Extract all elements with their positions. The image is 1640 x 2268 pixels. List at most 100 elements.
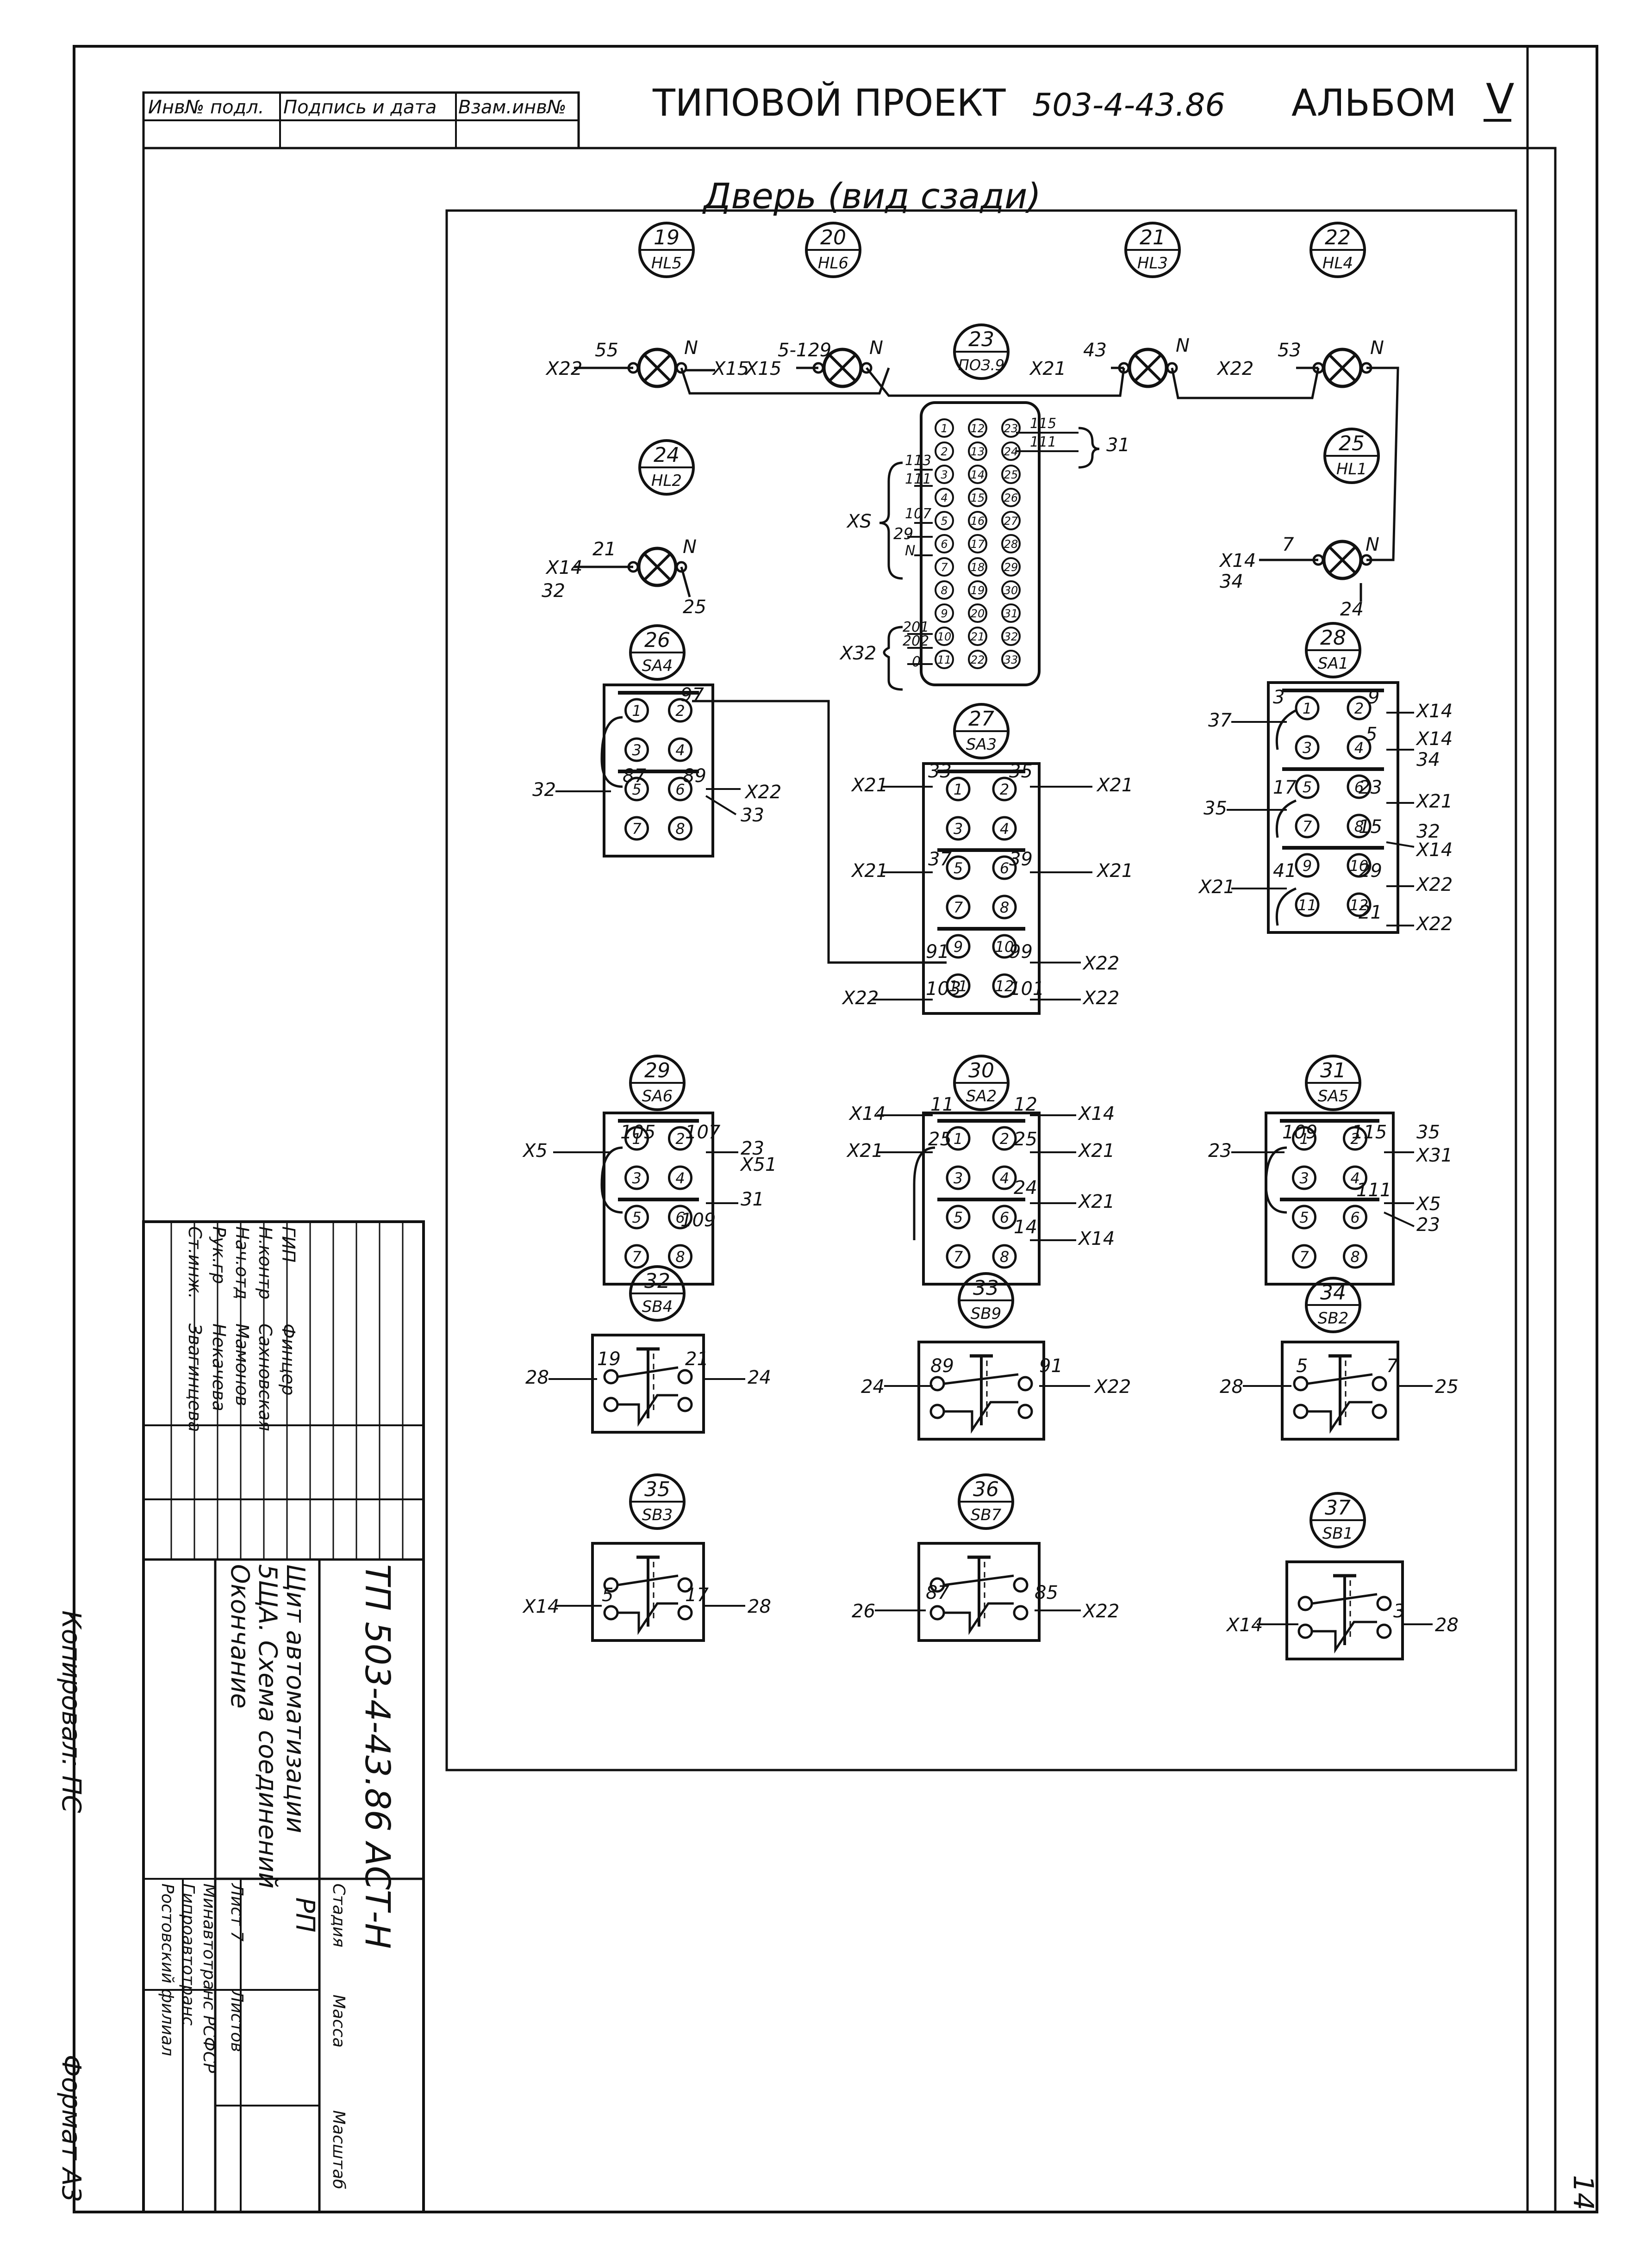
svg-text:X22: X22 [1416, 913, 1453, 935]
switch-terminal [1295, 892, 1320, 917]
switch-terminal [624, 1126, 649, 1151]
switch-terminal [946, 934, 971, 959]
svg-text:X14: X14 [522, 1596, 559, 1617]
switch-tag-number: 27 [968, 707, 994, 731]
svg-text:X21: X21 [851, 775, 888, 796]
switch-terminal-number: 2 [1350, 1130, 1359, 1148]
switch-terminal-number: 11 [1298, 896, 1317, 914]
connector-pin-number: 8 [941, 584, 948, 597]
svg-text:X22: X22 [545, 358, 582, 379]
svg-text:31: 31 [741, 1189, 764, 1210]
switch-terminal [946, 855, 971, 880]
lamp-symbol-hl1 [1314, 541, 1371, 578]
connector-pins: 1234567891011121314151617181920212223242… [935, 418, 1021, 669]
svg-text:9: 9 [1368, 687, 1379, 708]
lamp-hl6: 20 HL6 [805, 222, 861, 278]
svg-text:HL1: HL1 [1336, 460, 1367, 478]
connector-pin-number: 28 [1004, 538, 1018, 551]
switch-terminal [1343, 1205, 1367, 1230]
connector-pin [1001, 511, 1021, 530]
switch-terminal-number: 7 [632, 820, 642, 838]
svg-text:111: 111 [1030, 434, 1056, 450]
connector-pin-number: 17 [971, 538, 985, 551]
switch-terminal-number: 4 [675, 741, 685, 759]
connector-pin-number: 3 [941, 468, 948, 481]
button-tag-number: 32 [644, 1269, 670, 1293]
switch-tag-number: 29 [644, 1059, 670, 1082]
connector-pin [1001, 465, 1021, 484]
svg-text:35: 35 [1009, 761, 1033, 782]
switch-terminal-number: 5 [1303, 778, 1312, 796]
svg-text:Масштаб: Масштаб [329, 2110, 348, 2189]
connector-pin-number: 30 [1004, 584, 1018, 597]
svg-text:105: 105 [620, 1122, 655, 1143]
switch-terminal [992, 895, 1017, 920]
switch-terminal-number: 7 [632, 1248, 642, 1266]
svg-text:24: 24 [748, 1367, 771, 1388]
svg-text:X15: X15 [744, 358, 781, 379]
lamp-hl5: 19 HL5 [638, 222, 695, 278]
top-stamp: Инв№ подл. Подпись и дата Взам.инв№ [142, 91, 580, 149]
svg-text:28: 28 [525, 1367, 549, 1388]
connector-pin-number: 22 [971, 653, 985, 666]
connector-pin [1001, 534, 1021, 553]
svg-text:Нач.отд: Нач.отд [232, 1226, 252, 1299]
svg-text:21: 21 [685, 1348, 709, 1370]
lamp-hl4: 22 HL4 [1310, 222, 1366, 278]
push-button-symbol [1281, 1341, 1399, 1441]
svg-text:91: 91 [926, 941, 949, 963]
svg-text:X21: X21 [1416, 791, 1453, 812]
svg-text:5: 5 [1296, 1355, 1308, 1377]
switch-terminal [1343, 1165, 1367, 1190]
album-label: АЛЬБОМ [1291, 81, 1457, 124]
lamp-hl2: 24 HL2 [638, 439, 695, 496]
connector-body [920, 401, 1041, 686]
svg-text:97: 97 [680, 684, 704, 706]
button-tag-ref: SB4 [642, 1298, 673, 1316]
switch-terminal [668, 698, 692, 723]
connector-labels: 31 XS 29 X32 [839, 435, 1130, 664]
title-block-text: Ст.инж. Рук.гр Нач.отд Н.контр ГИП Зваги… [158, 1226, 397, 2189]
svg-text:5ЩА. Схема соединений: 5ЩА. Схема соединений [253, 1564, 282, 1889]
svg-text:X22: X22 [1082, 1601, 1119, 1622]
paper-format: Формат А3 [56, 2055, 86, 2202]
switch-terminal-number: 5 [632, 1209, 641, 1226]
connector-pin-number: 15 [971, 491, 985, 504]
switch-terminal [1292, 1244, 1316, 1269]
svg-text:34: 34 [1220, 571, 1243, 592]
stamp-cell-2: Подпись и дата [283, 97, 437, 118]
svg-text:21: 21 [1140, 226, 1166, 249]
switch-body [922, 1112, 1041, 1286]
switch-tag-number: 26 [644, 628, 670, 652]
connector-pin [1001, 418, 1021, 438]
svg-text:25: 25 [1435, 1376, 1459, 1398]
svg-text:17: 17 [685, 1584, 709, 1606]
svg-text:Н.контр: Н.контр [255, 1226, 275, 1299]
switch-terminal-number: 1 [632, 1130, 641, 1148]
connector-pin [935, 488, 954, 507]
svg-text:Окончание: Окончание [225, 1564, 255, 1709]
switch-tag-number: 30 [968, 1059, 994, 1082]
switch-terminal [1295, 814, 1320, 839]
switch-terminal [1347, 696, 1372, 721]
svg-text:3: 3 [1273, 687, 1285, 708]
switch-terminal [992, 973, 1017, 998]
svg-text:115: 115 [1030, 416, 1056, 432]
connector-pin [968, 627, 987, 646]
button-tag-number: 33 [973, 1276, 999, 1300]
svg-text:85: 85 [1035, 1582, 1058, 1603]
connector-pin-number: 33 [1004, 653, 1018, 666]
svg-text:X14: X14 [1078, 1228, 1115, 1249]
connector-pin-number: 32 [1004, 630, 1018, 643]
switch-terminal-number: 8 [675, 1248, 685, 1266]
svg-text:21: 21 [592, 539, 616, 560]
svg-text:35: 35 [1416, 1122, 1440, 1143]
switch-terminal-number: 2 [675, 1130, 685, 1148]
svg-text:32: 32 [1416, 821, 1440, 842]
svg-text:Гипроавтотранс: Гипроавтотранс [179, 1883, 198, 2026]
svg-text:Лист 7: Лист 7 [227, 1883, 246, 1942]
switch-terminal [992, 1126, 1017, 1151]
svg-text:28: 28 [748, 1596, 771, 1617]
